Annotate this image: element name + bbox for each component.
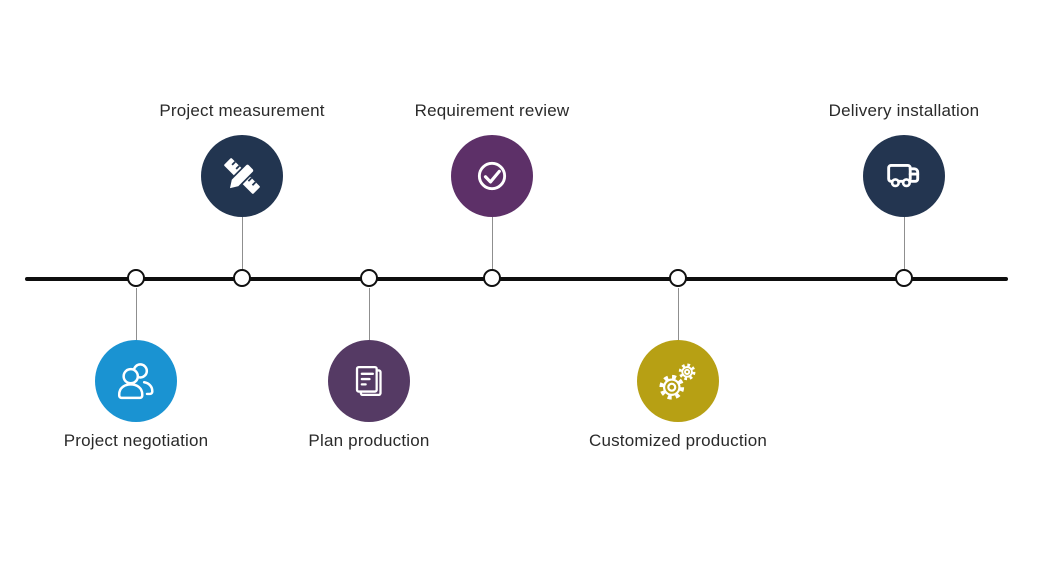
- truck-icon: [887, 164, 920, 188]
- step-icon-circle: [451, 135, 533, 217]
- step-connector-line: [491, 216, 493, 270]
- check-icon: [477, 161, 507, 191]
- timeline-node: [483, 269, 501, 287]
- timeline-node: [127, 269, 145, 287]
- timeline-axis: [25, 277, 1008, 281]
- step-icon-circle: [95, 340, 177, 422]
- step-label: Delivery installation: [828, 101, 980, 120]
- step-icon-circle: [637, 340, 719, 422]
- gears-icon: [659, 363, 696, 400]
- timeline-node: [669, 269, 687, 287]
- people-icon: [117, 363, 154, 400]
- step-label: Project measurement: [159, 101, 325, 120]
- timeline-node: [895, 269, 913, 287]
- step-label: Project negotiation: [63, 431, 209, 450]
- ruler-pencil-icon: [224, 158, 260, 194]
- step-icon-circle: [201, 135, 283, 217]
- document-icon: [355, 365, 382, 397]
- step-label: Plan production: [308, 431, 430, 450]
- step-connector-line: [677, 288, 679, 341]
- step-label: Customized production: [588, 431, 768, 450]
- step-label: Requirement review: [414, 101, 570, 120]
- step-connector-line: [368, 288, 370, 341]
- step-icon-circle: [863, 135, 945, 217]
- timeline-node: [360, 269, 378, 287]
- step-connector-line: [241, 216, 243, 270]
- step-connector-line: [903, 216, 905, 270]
- timeline-node: [233, 269, 251, 287]
- step-connector-line: [135, 288, 137, 341]
- step-icon-circle: [328, 340, 410, 422]
